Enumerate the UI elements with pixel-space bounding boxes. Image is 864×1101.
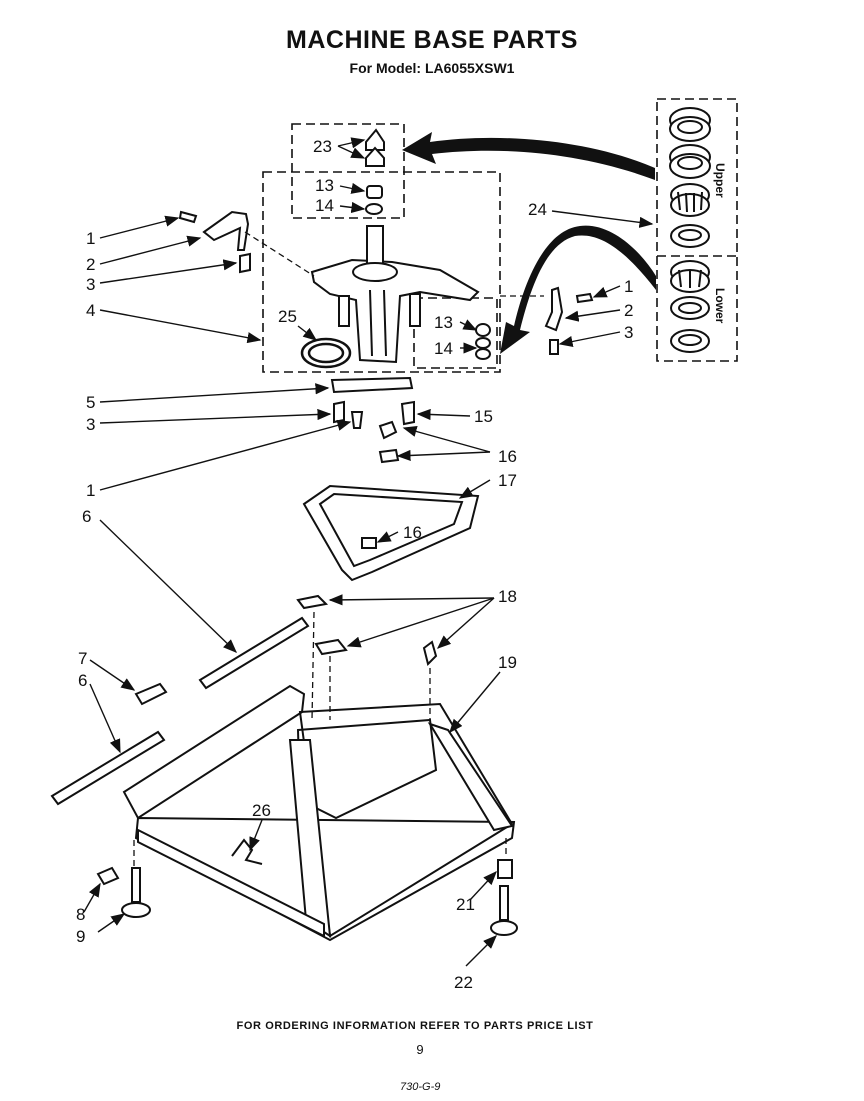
callout-5: 5 (86, 393, 95, 412)
bracket-2a (202, 210, 250, 251)
brace-5 (330, 376, 414, 394)
page-title: MACHINE BASE PARTS (286, 26, 578, 54)
brace-6b (50, 730, 166, 806)
dashed-group-boxes (262, 98, 738, 373)
callout-6-lower: 6 (78, 671, 87, 690)
nut-21 (497, 859, 513, 879)
hub-assembly (310, 225, 480, 364)
callout-1-right: 1 (624, 277, 633, 296)
side-kit-box (413, 297, 498, 369)
leg-bolt-9 (131, 867, 141, 903)
spring-3a (239, 252, 251, 274)
cap-nut-23 (365, 128, 385, 151)
spring-15 (400, 400, 415, 426)
callout-25: 25 (278, 307, 297, 326)
lower-seal (670, 329, 710, 353)
leg-bolt-22 (499, 885, 509, 921)
hub-collar (352, 262, 398, 282)
callout-3-right: 3 (624, 323, 633, 342)
clip-16a (378, 420, 398, 440)
cap-nut-23b (365, 146, 385, 167)
upper-kit-arrow (402, 132, 655, 180)
foot-22 (490, 920, 518, 936)
callout-22: 22 (454, 973, 473, 992)
ordering-note: FOR ORDERING INFORMATION REFER TO PARTS … (236, 1020, 594, 1032)
clips-18 (296, 594, 438, 666)
callout-8: 8 (76, 905, 85, 924)
side-kit-parts (475, 323, 491, 360)
frame-17 (302, 484, 480, 582)
callout-2-right: 2 (624, 301, 633, 320)
kit-arrows (402, 132, 656, 354)
bearing-kit-box (656, 98, 738, 362)
foot-9 (121, 902, 151, 918)
pad-8 (96, 866, 120, 886)
callout-15: 15 (474, 407, 493, 426)
upper-label: Upper (713, 163, 727, 198)
braces-6 (50, 616, 310, 806)
top-kit-parts (365, 128, 385, 215)
alignment-lines (133, 231, 544, 866)
spring-3b (549, 339, 559, 355)
hub-leg-1 (338, 295, 350, 327)
mid-hardware (330, 376, 415, 464)
callout-1-left: 1 (86, 229, 95, 248)
nut-13a (366, 185, 383, 199)
page-number: 9 (416, 1042, 424, 1057)
bracket-2b (544, 286, 564, 332)
upper-seal (670, 224, 710, 248)
upper-bearing-3 (670, 183, 710, 217)
callout-18: 18 (498, 587, 517, 606)
seal-ring-25 (300, 337, 352, 369)
clip-16b (378, 448, 400, 464)
spring-3c (333, 400, 345, 424)
callout-13-top: 13 (315, 176, 334, 195)
upper-bearing-1 (669, 107, 711, 142)
callout-7: 7 (78, 649, 87, 668)
feet (96, 859, 518, 936)
hub-leg-2 (409, 293, 421, 327)
hub-assembly-box (262, 171, 501, 373)
callout-2-left: 2 (86, 255, 95, 274)
document-code: 730-G-9 (400, 1081, 441, 1093)
lower-kit-arrow (500, 225, 656, 354)
callout-23: 23 (313, 137, 332, 156)
callout-numbers: 23 13 14 24 1 2 3 4 25 13 14 1 2 3 5 3 1… (76, 137, 633, 992)
callout-14-side: 14 (434, 339, 453, 358)
top-kit-box (291, 123, 405, 219)
lower-bearing-1 (670, 260, 710, 293)
lower-label: Lower (713, 288, 727, 324)
callout-16-lower: 16 (403, 523, 422, 542)
callout-13-side: 13 (434, 313, 453, 332)
callout-26: 26 (252, 801, 271, 820)
callout-3-left: 3 (86, 275, 95, 294)
screw-1c (350, 411, 364, 429)
callout-24: 24 (528, 200, 547, 219)
base-frame-19 (122, 684, 516, 942)
lower-bearing-2 (670, 296, 710, 320)
pad-7 (134, 682, 168, 706)
model-subtitle: For Model: LA6055XSW1 (349, 60, 515, 76)
screw-1b (575, 292, 594, 304)
washer-14a (365, 203, 383, 215)
callout-21: 21 (456, 895, 475, 914)
left-hardware (178, 210, 251, 274)
callout-1-mid: 1 (86, 481, 95, 500)
callout-19: 19 (498, 653, 517, 672)
right-hardware (544, 286, 594, 355)
brace-6a (198, 616, 310, 690)
callout-16-upper: 16 (498, 447, 517, 466)
bearings (669, 107, 711, 353)
leader-lines (83, 137, 654, 967)
screw-1a (178, 210, 198, 224)
upper-bearing-2 (669, 144, 711, 179)
callout-9: 9 (76, 927, 85, 946)
callout-3-mid: 3 (86, 415, 95, 434)
callout-6-upper: 6 (82, 507, 91, 526)
callout-17: 17 (498, 471, 517, 490)
callout-14-top: 14 (315, 196, 334, 215)
callout-4: 4 (86, 301, 95, 320)
